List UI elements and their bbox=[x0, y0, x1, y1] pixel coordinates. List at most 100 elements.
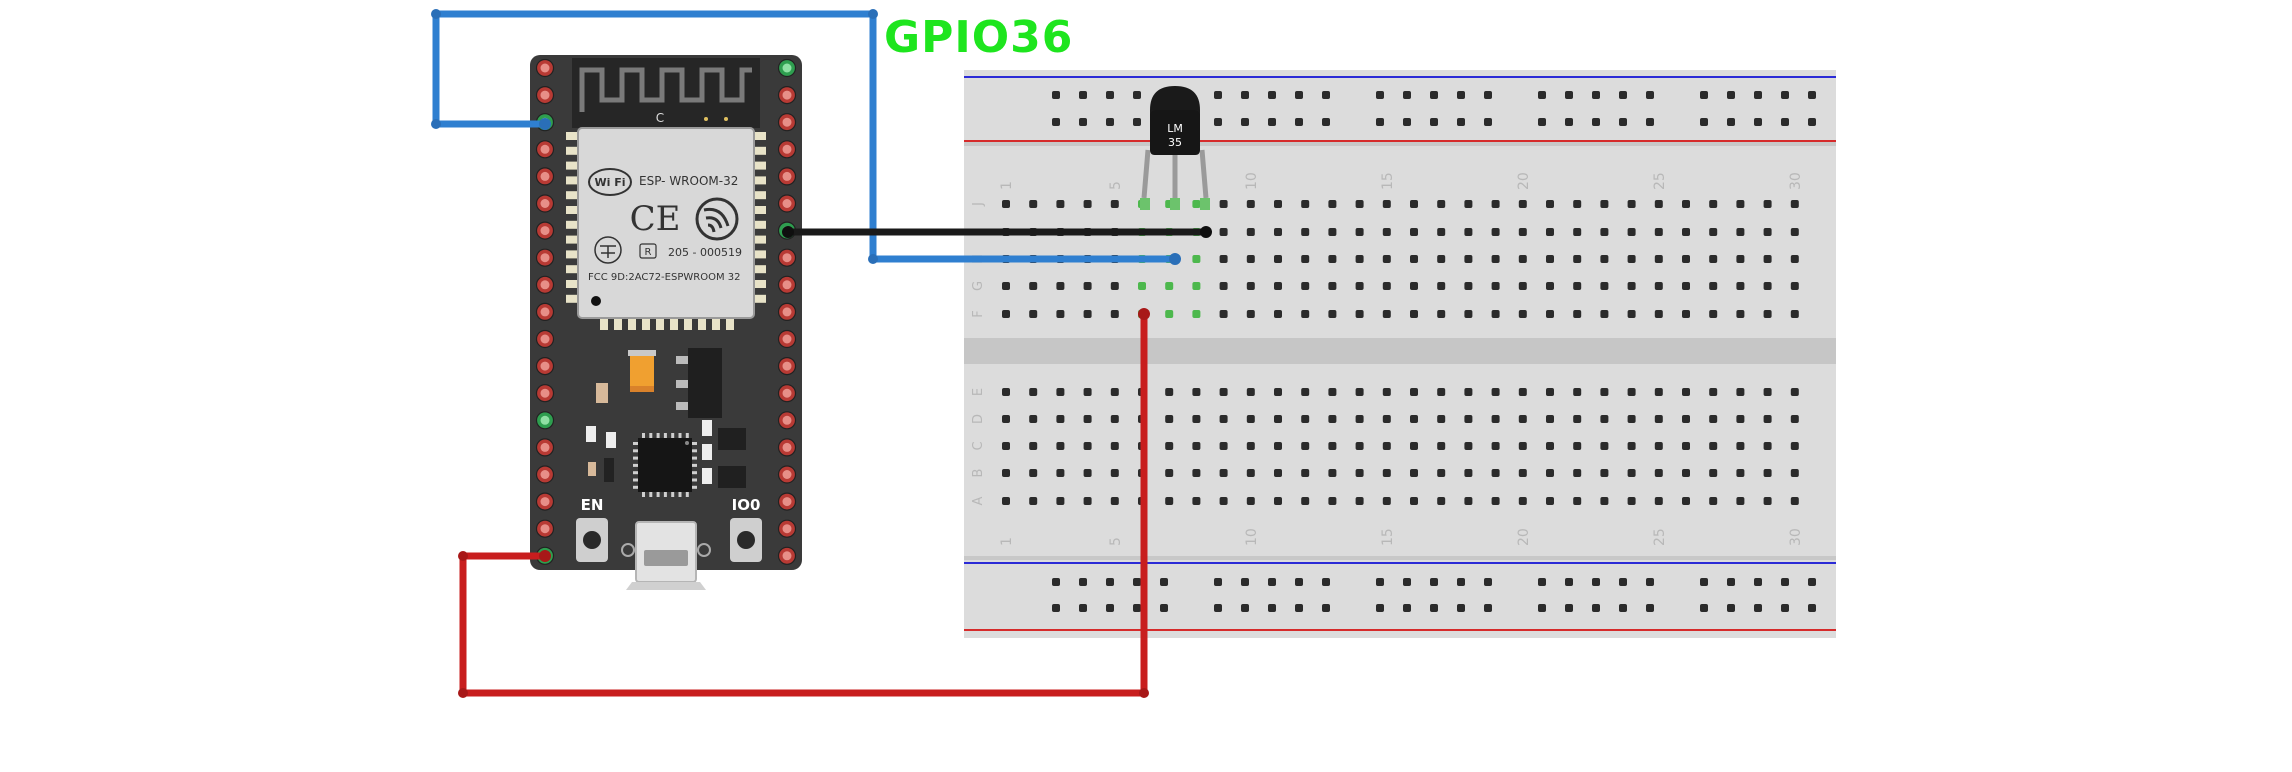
left-header-pin[interactable] bbox=[535, 194, 555, 213]
rail-hole[interactable] bbox=[1592, 118, 1600, 126]
rail-hole[interactable] bbox=[1403, 604, 1411, 612]
breadboard-hole[interactable] bbox=[1763, 388, 1772, 396]
io0-button[interactable] bbox=[730, 518, 762, 562]
breadboard-hole[interactable] bbox=[1709, 469, 1718, 477]
breadboard-hole[interactable] bbox=[1274, 255, 1282, 263]
rail-hole[interactable] bbox=[1322, 118, 1330, 126]
rail-hole[interactable] bbox=[1133, 604, 1141, 612]
breadboard-hole[interactable] bbox=[1056, 469, 1065, 477]
breadboard-hole[interactable] bbox=[1491, 310, 1500, 318]
breadboard-hole[interactable] bbox=[1246, 255, 1255, 263]
right-header-pin[interactable] bbox=[777, 275, 797, 294]
breadboard-hole[interactable] bbox=[1763, 442, 1772, 450]
breadboard-hole[interactable] bbox=[1573, 469, 1582, 477]
breadboard-hole[interactable] bbox=[1246, 282, 1255, 290]
breadboard-hole[interactable] bbox=[1002, 415, 1010, 423]
breadboard-hole[interactable] bbox=[1627, 282, 1636, 290]
breadboard-hole[interactable] bbox=[1382, 497, 1391, 505]
breadboard-hole[interactable] bbox=[1192, 415, 1201, 423]
rail-hole[interactable] bbox=[1727, 91, 1735, 99]
breadboard-hole[interactable] bbox=[1600, 469, 1609, 477]
breadboard-hole[interactable] bbox=[1627, 442, 1636, 450]
rail-hole[interactable] bbox=[1241, 118, 1249, 126]
rail-hole[interactable] bbox=[1646, 91, 1654, 99]
breadboard-hole[interactable] bbox=[1382, 442, 1391, 450]
breadboard-hole[interactable] bbox=[1301, 388, 1310, 396]
breadboard-hole[interactable] bbox=[1410, 200, 1418, 208]
rail-hole[interactable] bbox=[1376, 91, 1384, 99]
breadboard-hole[interactable] bbox=[1110, 442, 1119, 450]
breadboard-hole[interactable] bbox=[1682, 228, 1690, 236]
rail-hole[interactable] bbox=[1484, 91, 1492, 99]
breadboard-hole[interactable] bbox=[1246, 469, 1255, 477]
breadboard-hole[interactable] bbox=[1056, 200, 1065, 208]
breadboard-hole[interactable] bbox=[1736, 415, 1745, 423]
right-header-pin[interactable] bbox=[777, 411, 797, 430]
breadboard-hole[interactable] bbox=[1790, 469, 1799, 477]
breadboard-hole[interactable] bbox=[1627, 415, 1636, 423]
breadboard-hole[interactable] bbox=[1600, 200, 1609, 208]
breadboard-hole[interactable] bbox=[1437, 469, 1446, 477]
breadboard-hole[interactable] bbox=[1301, 415, 1310, 423]
breadboard-hole[interactable] bbox=[1518, 415, 1527, 423]
breadboard-hole[interactable] bbox=[1437, 497, 1446, 505]
breadboard-hole[interactable] bbox=[1029, 310, 1038, 318]
breadboard-hole[interactable] bbox=[1056, 497, 1065, 505]
right-header-pin[interactable] bbox=[777, 58, 797, 78]
breadboard-hole[interactable] bbox=[1328, 282, 1337, 290]
breadboard-hole[interactable] bbox=[1056, 282, 1065, 290]
rail-hole[interactable] bbox=[1565, 118, 1573, 126]
breadboard-hole[interactable] bbox=[1219, 282, 1228, 290]
rail-hole[interactable] bbox=[1160, 604, 1168, 612]
right-header-pin[interactable] bbox=[777, 384, 797, 403]
breadboard-hole[interactable] bbox=[1736, 282, 1745, 290]
breadboard-hole[interactable] bbox=[1274, 388, 1282, 396]
rail-hole[interactable] bbox=[1619, 604, 1627, 612]
breadboard-hole[interactable] bbox=[1192, 497, 1201, 505]
breadboard-hole[interactable] bbox=[1682, 388, 1690, 396]
rail-hole[interactable] bbox=[1457, 578, 1465, 586]
breadboard-hole[interactable] bbox=[1301, 228, 1310, 236]
breadboard-hole[interactable] bbox=[1763, 415, 1772, 423]
rail-hole[interactable] bbox=[1754, 91, 1762, 99]
rail-hole[interactable] bbox=[1538, 604, 1546, 612]
breadboard-hole[interactable] bbox=[1790, 200, 1799, 208]
rail-hole[interactable] bbox=[1565, 578, 1573, 586]
right-header-pin[interactable] bbox=[777, 546, 797, 565]
breadboard-hole[interactable] bbox=[1246, 415, 1255, 423]
rail-hole[interactable] bbox=[1430, 91, 1438, 99]
rail-hole[interactable] bbox=[1727, 118, 1735, 126]
rail-hole[interactable] bbox=[1376, 578, 1384, 586]
breadboard-hole[interactable] bbox=[1382, 310, 1391, 318]
breadboard-hole[interactable] bbox=[1274, 310, 1282, 318]
rail-hole[interactable] bbox=[1106, 118, 1114, 126]
breadboard-hole[interactable] bbox=[1682, 497, 1690, 505]
breadboard-hole[interactable] bbox=[1573, 310, 1582, 318]
breadboard-hole[interactable] bbox=[1600, 282, 1609, 290]
breadboard-hole[interactable] bbox=[1518, 469, 1527, 477]
left-header-pin[interactable] bbox=[535, 384, 555, 403]
breadboard-hole[interactable] bbox=[1464, 469, 1473, 477]
rail-hole[interactable] bbox=[1295, 118, 1303, 126]
breadboard-hole[interactable] bbox=[1600, 497, 1609, 505]
breadboard-hole[interactable] bbox=[1682, 255, 1690, 263]
breadboard-hole[interactable] bbox=[1056, 415, 1065, 423]
rail-hole[interactable] bbox=[1619, 91, 1627, 99]
breadboard-hole[interactable] bbox=[1736, 388, 1745, 396]
breadboard-hole[interactable] bbox=[1654, 415, 1663, 423]
breadboard-hole[interactable] bbox=[1410, 255, 1418, 263]
breadboard-hole[interactable] bbox=[1382, 415, 1391, 423]
breadboard-hole[interactable] bbox=[1437, 310, 1446, 318]
breadboard-hole[interactable] bbox=[1464, 415, 1473, 423]
breadboard-hole[interactable] bbox=[1627, 228, 1636, 236]
breadboard-hole[interactable] bbox=[1654, 442, 1663, 450]
breadboard-hole[interactable] bbox=[1029, 442, 1038, 450]
right-header-pin[interactable] bbox=[777, 113, 797, 132]
rail-hole[interactable] bbox=[1160, 578, 1168, 586]
left-header-pin[interactable] bbox=[535, 329, 555, 349]
right-header-pin[interactable] bbox=[777, 465, 797, 484]
rail-hole[interactable] bbox=[1781, 118, 1789, 126]
breadboard-hole[interactable] bbox=[1627, 388, 1636, 396]
breadboard-hole[interactable] bbox=[1464, 282, 1473, 290]
breadboard-hole[interactable] bbox=[1355, 469, 1364, 477]
